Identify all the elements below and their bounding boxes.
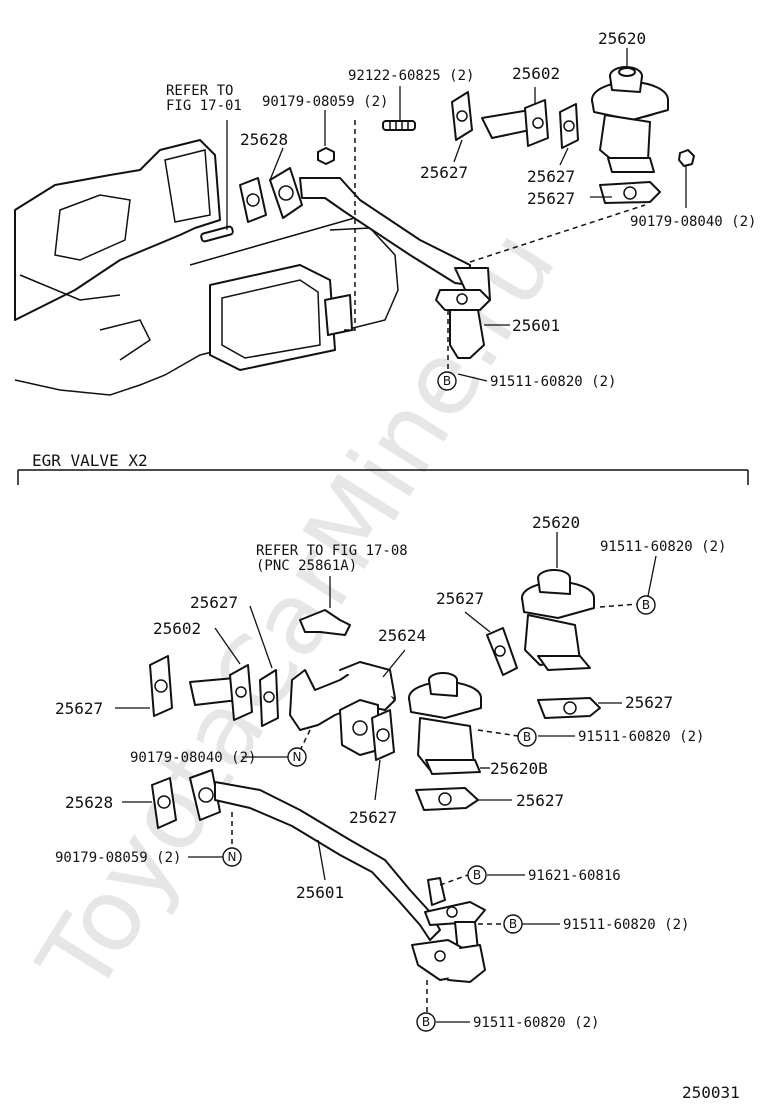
label-25627-lower-left: 25627 bbox=[55, 699, 103, 718]
lower-b-marker-3: B bbox=[473, 868, 481, 882]
upper-refer-line2: FIG 17-01 bbox=[166, 98, 242, 114]
label-25620B: 25620B bbox=[490, 759, 548, 778]
label-25627-lower-under: 25627 bbox=[516, 791, 564, 810]
nut-90179-08059 bbox=[317, 110, 335, 165]
label-91621: 91621-60816 bbox=[528, 868, 621, 884]
lower-b-marker-1: B bbox=[642, 598, 650, 612]
egr-valve-25620-lower bbox=[521, 532, 595, 671]
gasket-25627-lower-left bbox=[115, 655, 173, 717]
label-90179-08040-lower: 90179-08040 (2) bbox=[130, 750, 256, 766]
label-91511-lower-mid: 91511-60820 (2) bbox=[578, 729, 704, 745]
label-25602-upper: 25602 bbox=[512, 64, 560, 83]
gasket-25628-lower bbox=[122, 777, 177, 829]
diagram-code: 250031 bbox=[682, 1083, 740, 1102]
label-90179-08059-lower: 90179-08059 (2) bbox=[55, 850, 181, 866]
label-25627-lower-right: 25627 bbox=[625, 693, 673, 712]
lower-n-marker-1: N bbox=[293, 750, 302, 764]
gasket-25627-lower-right-of-pipe bbox=[371, 709, 395, 801]
label-92122: 92122-60825 (2) bbox=[348, 68, 474, 84]
label-25620-lower: 25620 bbox=[532, 513, 580, 532]
bracket-91621 bbox=[427, 877, 446, 906]
lower-b-marker-2: B bbox=[523, 730, 531, 744]
upper-b-marker: B bbox=[443, 374, 451, 388]
label-25627-lower-top: 25627 bbox=[436, 589, 484, 608]
egr-valve-25620-upper bbox=[591, 48, 669, 173]
upper-assembly: B REFER TO FIG 17-01 25620 92122-60825 (… bbox=[14, 29, 756, 396]
lower-assembly: B B N N B B B REFER TO FIG 17-08 (PNC 25… bbox=[55, 513, 726, 1032]
label-91511-lower-low: 91511-60820 (2) bbox=[563, 917, 689, 933]
bracket-17-08 bbox=[299, 576, 351, 636]
lower-b-marker-5: B bbox=[422, 1015, 430, 1029]
label-90179-08040-upper: 90179-08040 (2) bbox=[630, 214, 756, 230]
label-25602-lower: 25602 bbox=[153, 619, 201, 638]
lower-b-marker-4: B bbox=[509, 917, 517, 931]
label-90179-08059-upper: 90179-08059 (2) bbox=[262, 94, 388, 110]
stud-92122 bbox=[382, 86, 416, 131]
label-25627-lower-a: 25627 bbox=[190, 593, 238, 612]
egr-pipe-25602-lower bbox=[189, 627, 253, 721]
egr-pipe-25602-upper bbox=[481, 87, 549, 147]
label-25627-upper-c: 25627 bbox=[527, 189, 575, 208]
gasket-25627-upper-under bbox=[590, 181, 661, 204]
gasket-25627-upper-middle bbox=[559, 103, 579, 166]
nut-90179-08040 bbox=[678, 149, 695, 208]
label-25627-lower-bottom: 25627 bbox=[349, 808, 397, 827]
section-title: EGR VALVE X2 bbox=[32, 451, 148, 470]
label-25620-upper: 25620 bbox=[598, 29, 646, 48]
lower-refer-line2: (PNC 25861A) bbox=[256, 558, 357, 574]
section-header: EGR VALVE X2 bbox=[17, 451, 749, 485]
label-25601-upper: 25601 bbox=[512, 316, 560, 335]
lower-n-marker-2: N bbox=[228, 850, 237, 864]
label-25627-upper-a: 25627 bbox=[420, 163, 468, 182]
label-91511-lower-bottom: 91511-60820 (2) bbox=[473, 1015, 599, 1031]
egr-pipe-25624 bbox=[289, 649, 406, 756]
gasket-25627-lower-mid bbox=[249, 605, 279, 727]
gasket-25627-upper-left bbox=[451, 91, 473, 163]
gasket-25628 bbox=[239, 177, 267, 223]
egr-pipe-25601-upper bbox=[269, 167, 491, 359]
egr-pipe-25601-lower bbox=[189, 769, 486, 983]
gasket-25627-lower-under bbox=[415, 787, 512, 811]
label-25627-upper-b: 25627 bbox=[527, 167, 575, 186]
upper-refer-line1: REFER TO bbox=[166, 83, 233, 99]
label-25628-upper: 25628 bbox=[240, 130, 288, 149]
label-25628-lower: 25628 bbox=[65, 793, 113, 812]
gasket-25627-lower-right2 bbox=[537, 697, 622, 719]
stud-left bbox=[200, 225, 234, 243]
label-91511-upper: 91511-60820 (2) bbox=[490, 374, 616, 390]
lower-refer-line1: REFER TO FIG 17-08 bbox=[256, 543, 408, 559]
gasket-25627-lower-right1 bbox=[464, 611, 518, 676]
label-25601-lower: 25601 bbox=[296, 883, 344, 902]
upper-dash-link bbox=[340, 120, 356, 331]
upper-dash-link-2 bbox=[469, 204, 646, 263]
label-25624: 25624 bbox=[378, 626, 426, 645]
egr-valve-25620B bbox=[408, 672, 490, 775]
label-91511-lower-top: 91511-60820 (2) bbox=[600, 539, 726, 555]
